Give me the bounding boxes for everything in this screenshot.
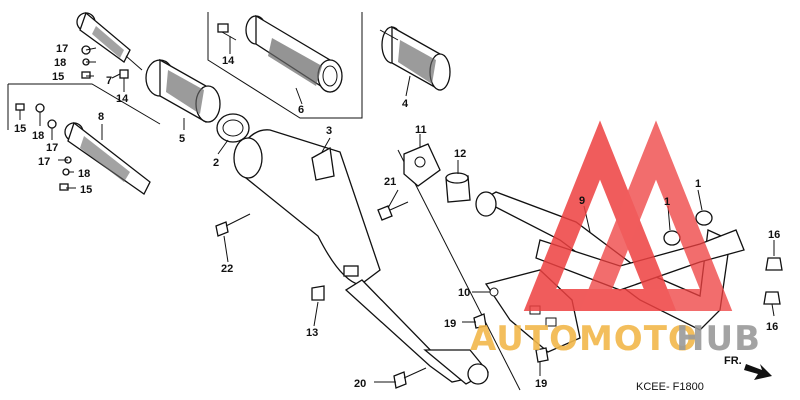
inner-tube-part-5: [145, 58, 221, 123]
callout-4: 4: [402, 98, 409, 110]
callout-17: 17: [38, 156, 50, 168]
spark-arrester-part-6: [217, 14, 343, 93]
callout-17: 17: [46, 142, 58, 154]
callout-8: 8: [98, 111, 104, 123]
callout-1: 1: [695, 178, 701, 190]
muffler-part-3: [233, 129, 489, 385]
caps-part-16: [763, 257, 783, 305]
callout-19: 19: [444, 318, 456, 330]
callout-16: 16: [766, 321, 778, 333]
callout-22: 22: [221, 263, 233, 275]
callout-1: 1: [664, 196, 670, 208]
bracket-part-11: [403, 143, 441, 187]
gasket-part-2: [216, 113, 250, 143]
callout-15: 15: [52, 71, 64, 83]
inset-frame-lines: [7, 12, 521, 391]
callout-12: 12: [454, 148, 466, 160]
callout-15: 15: [14, 123, 26, 135]
watermark-text-hub: HUB: [676, 319, 761, 359]
joint-gaskets-part-1: [663, 210, 713, 246]
watermark-logo: [523, 120, 733, 311]
callout-19: 19: [535, 378, 547, 390]
leader-lines: [19, 36, 775, 383]
callout-14: 14: [116, 93, 129, 105]
watermark-text-automoto: AUTOMOTO: [470, 319, 698, 359]
callout-17: 17: [56, 43, 68, 55]
callout-21: 21: [384, 176, 396, 188]
fasteners: [15, 45, 549, 389]
callout-13: 13: [306, 327, 318, 339]
front-direction-arrow: FR.: [724, 355, 772, 380]
small-arrester-part-7: [76, 11, 143, 71]
callout-6: 6: [298, 104, 304, 116]
callout-3: 3: [326, 125, 332, 137]
callout-7: 7: [106, 75, 112, 87]
callout-10: 10: [458, 287, 470, 299]
muffler-tip-part-4: [379, 25, 451, 91]
callout-18: 18: [78, 168, 90, 180]
callout-16: 16: [768, 229, 780, 241]
callout-18: 18: [32, 130, 44, 142]
callout-5: 5: [179, 133, 185, 145]
callout-2: 2: [213, 157, 219, 169]
figure-code: KCEE- F1800: [636, 381, 704, 393]
callout-20: 20: [354, 378, 366, 390]
direction-label: FR.: [724, 355, 742, 367]
callout-18: 18: [54, 57, 66, 69]
logo-triangle-right: [579, 120, 733, 311]
small-tube-part-8: [64, 121, 151, 195]
callouts: 17 18 15 7 14 14 6 4 5 2 3 15 18 17 17 1…: [14, 43, 780, 390]
callout-9: 9: [579, 195, 585, 207]
callout-11: 11: [415, 124, 427, 136]
callout-15: 15: [80, 184, 92, 196]
collar-part-12: [445, 172, 471, 203]
callout-14: 14: [222, 55, 235, 67]
